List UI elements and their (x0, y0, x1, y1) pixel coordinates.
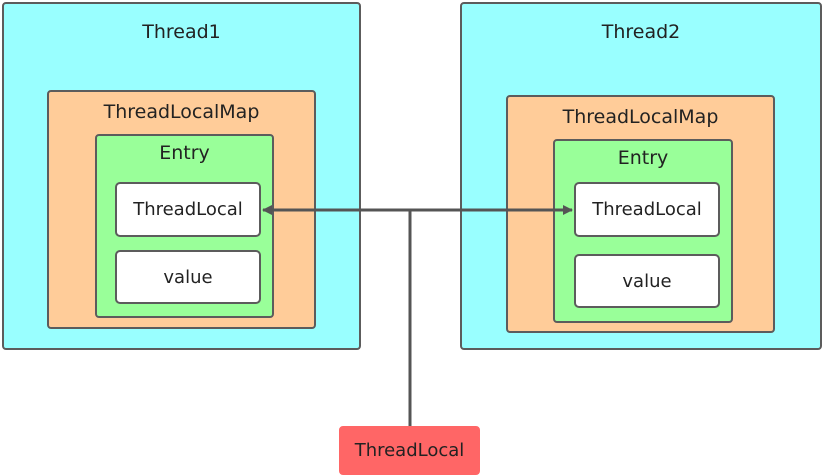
thread2-threadlocal-key-label: ThreadLocal (592, 199, 702, 220)
shared-threadlocal-box: ThreadLocal (339, 426, 480, 475)
thread2-title: Thread2 (601, 21, 681, 43)
thread1-threadlocalmap-title: ThreadLocalMap (103, 101, 260, 123)
thread1-entry-title: Entry (159, 142, 210, 164)
thread1-value-label: value (163, 266, 213, 288)
thread2-threadlocal-key: ThreadLocal (574, 182, 720, 237)
thread2-value-label: value (622, 270, 672, 292)
shared-threadlocal-label: ThreadLocal (354, 440, 465, 461)
thread1-title: Thread1 (142, 21, 221, 43)
thread1-value: value (115, 250, 261, 304)
thread1-threadlocal-key: ThreadLocal (115, 182, 261, 237)
thread1-threadlocal-key-label: ThreadLocal (133, 199, 243, 220)
thread2-threadlocalmap-title: ThreadLocalMap (562, 106, 719, 128)
thread2-entry-title: Entry (617, 147, 669, 169)
thread2-value: value (574, 254, 720, 308)
